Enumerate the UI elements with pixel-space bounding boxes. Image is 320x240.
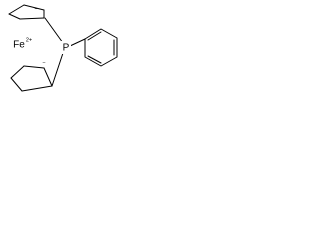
cp-top-charge-label: −	[34, 6, 37, 12]
iron-label-background	[12, 38, 28, 51]
top-cyclopentadienyl-ring	[8, 4, 45, 20]
cp-top-bond-1	[8, 4, 25, 15]
top-ring-to-p-bond	[44, 17, 64, 44]
cp-bottom-bond-1	[10, 65, 25, 79]
cp-bottom-bond-2	[10, 77, 23, 92]
phenyl-double-bond-3	[87, 55, 102, 64]
bottom-cyclopentadienyl-ring	[10, 65, 53, 92]
bottom-ring-to-p-bond	[51, 52, 64, 87]
iron-atom-label: Fe	[13, 40, 25, 51]
cp-top-bond-4	[19, 17, 45, 20]
cp-bottom-bond-3	[21, 85, 53, 92]
cp-top-bond-3	[23, 4, 45, 11]
ferrocenyl-phenylphosphine-structure: Fe 2+ − − P	[8, 4, 118, 92]
phenyl-ring	[84, 28, 118, 67]
cp-bottom-bond-4	[23, 65, 45, 69]
phenyl-double-bond-1	[87, 31, 102, 41]
phenyl-hexagon	[84, 28, 118, 67]
phosphorus-atom-label: P	[63, 43, 70, 54]
iron-charge-label: 2+	[26, 37, 32, 43]
cp-top-bond-2	[8, 13, 21, 20]
phosphorus-label-background	[60, 41, 71, 54]
cp-bottom-bond-5	[43, 67, 53, 87]
cp-bottom-charge-label: −	[42, 60, 45, 66]
p-to-phenyl-bond	[69, 38, 86, 47]
